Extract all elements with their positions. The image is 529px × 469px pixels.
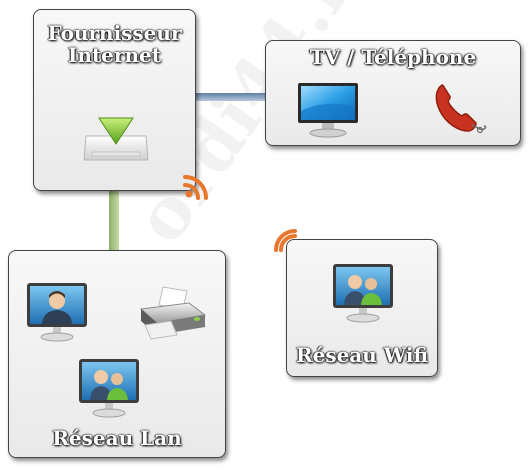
users-monitor-icon xyxy=(79,359,139,418)
printer-icon xyxy=(139,286,207,340)
box-fournisseur-internet: Fournisseur Internet xyxy=(33,9,196,191)
monitor-icon xyxy=(298,83,358,138)
box-reseau-wifi: Réseau Wifi xyxy=(286,239,438,377)
telephone-icon xyxy=(435,84,487,134)
wifi-rss-icon xyxy=(183,175,208,200)
title-line-1: Fournisseur xyxy=(47,21,182,45)
user-monitor-icon xyxy=(27,283,87,342)
users-monitor-icon xyxy=(333,264,393,323)
title-line-2: Internet xyxy=(68,43,161,67)
box-reseau-lan: Réseau Lan xyxy=(8,250,226,458)
connector-internet-lan xyxy=(109,190,119,256)
box-title-reseau-wifi: Réseau Wifi xyxy=(295,343,429,367)
router-download-icon xyxy=(83,117,149,161)
connector-internet-tv xyxy=(192,93,272,101)
box-title-fournisseur: Fournisseur Internet xyxy=(34,22,195,66)
box-title-reseau-lan: Réseau Lan xyxy=(52,426,182,450)
box-title-tv-telephone: TV / Téléphone xyxy=(309,45,477,69)
box-tv-telephone: TV / Téléphone xyxy=(265,40,521,146)
